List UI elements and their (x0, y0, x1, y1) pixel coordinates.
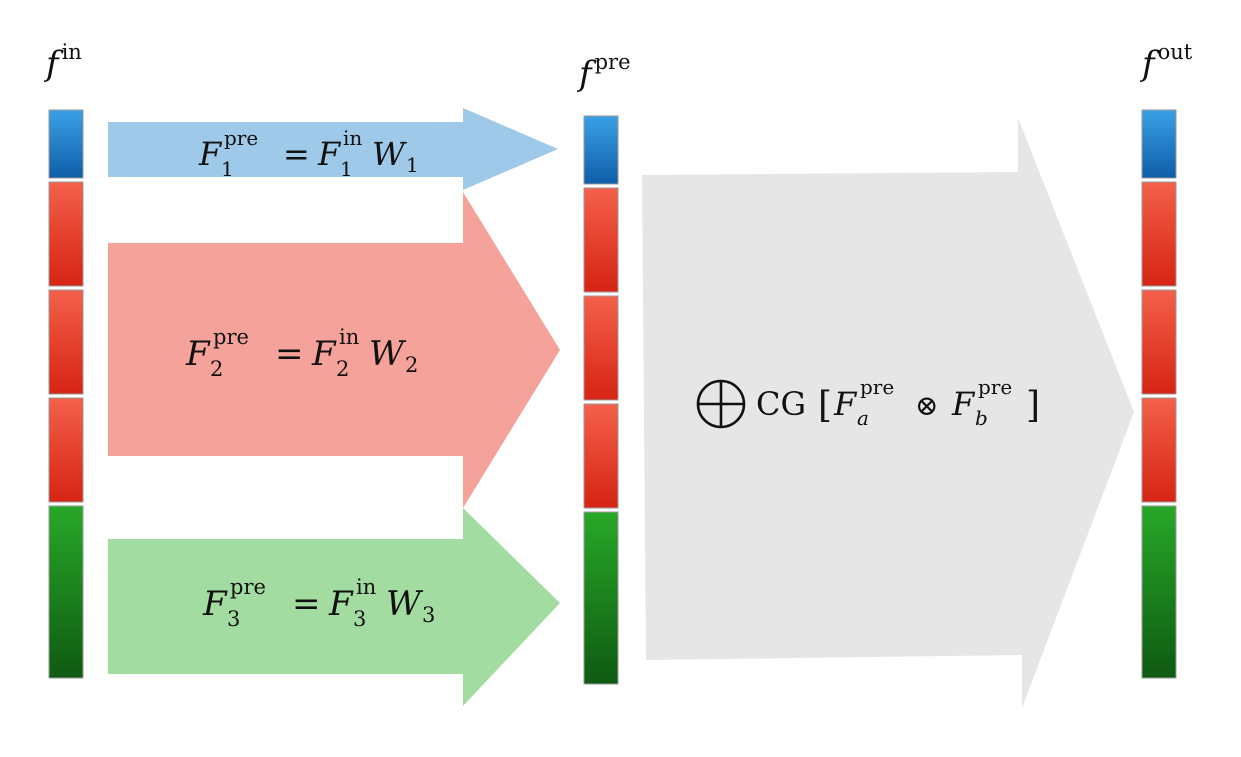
equation-3: F pre 3 = F in 3 W 3 (202, 575, 435, 631)
equation-2: F pre 2 = F in 2 W 2 (185, 325, 418, 381)
cg-arrow (642, 118, 1134, 708)
column-f-pre (583, 115, 619, 685)
svg-text:2: 2 (336, 357, 349, 381)
svg-text:=: = (283, 135, 310, 173)
svg-text:W: W (369, 334, 407, 374)
block-blue (48, 109, 84, 179)
svg-text:in: in (339, 325, 359, 349)
svg-text:=: = (275, 334, 304, 374)
equation-1: F pre 1 = F in 1 W 1 (198, 126, 419, 181)
svg-text:F: F (317, 135, 342, 173)
block-red (48, 181, 84, 287)
block-red (48, 289, 84, 395)
svg-text:pre: pre (860, 375, 894, 399)
column-f-out (1141, 109, 1177, 679)
block-red (1141, 181, 1177, 287)
block-green (48, 505, 84, 679)
block-green (583, 511, 619, 685)
svg-text:a: a (857, 406, 869, 430)
svg-text:W: W (372, 135, 408, 173)
svg-text:F: F (198, 135, 223, 173)
block-red (1141, 289, 1177, 395)
block-red (583, 403, 619, 509)
svg-text:pre: pre (978, 375, 1012, 399)
svg-text:⊗: ⊗ (915, 389, 938, 422)
block-red (583, 295, 619, 401)
svg-text:=: = (292, 584, 321, 624)
cg-formula: CG [ F pre a ⊗ F pre b ] (696, 375, 1040, 430)
svg-text:pre: pre (213, 325, 249, 349)
svg-text:in: in (356, 575, 376, 599)
svg-text:2: 2 (210, 357, 223, 381)
svg-text:1: 1 (340, 157, 353, 181)
svg-text:3: 3 (353, 607, 366, 631)
block-red (1141, 397, 1177, 503)
svg-text:2: 2 (405, 353, 418, 377)
block-green (1141, 505, 1177, 679)
block-blue (583, 115, 619, 185)
svg-text:1: 1 (406, 153, 419, 177)
svg-text:W: W (386, 584, 424, 624)
svg-text:3: 3 (422, 603, 435, 627)
svg-text:pre: pre (230, 575, 266, 599)
svg-text:F: F (202, 584, 228, 624)
oplus-icon (696, 379, 746, 429)
column-f-in (48, 109, 84, 679)
block-blue (1141, 109, 1177, 179)
svg-text:3: 3 (227, 607, 240, 631)
block-red (583, 187, 619, 293)
arrow-red (108, 192, 560, 508)
svg-text:F: F (185, 334, 211, 374)
svg-text:CG: CG (756, 385, 806, 423)
arrow-blue (108, 108, 558, 190)
svg-text:F: F (833, 385, 858, 423)
svg-text:1: 1 (221, 157, 234, 181)
svg-text:[: [ (818, 385, 832, 426)
svg-text:pre: pre (224, 126, 258, 150)
svg-text:F: F (311, 334, 337, 374)
svg-text:in: in (343, 126, 362, 150)
arrow-green (108, 508, 560, 706)
svg-text:F: F (951, 385, 976, 423)
svg-text:F: F (328, 584, 354, 624)
block-red (48, 397, 84, 503)
svg-text:b: b (975, 406, 988, 430)
svg-text:]: ] (1026, 385, 1040, 426)
